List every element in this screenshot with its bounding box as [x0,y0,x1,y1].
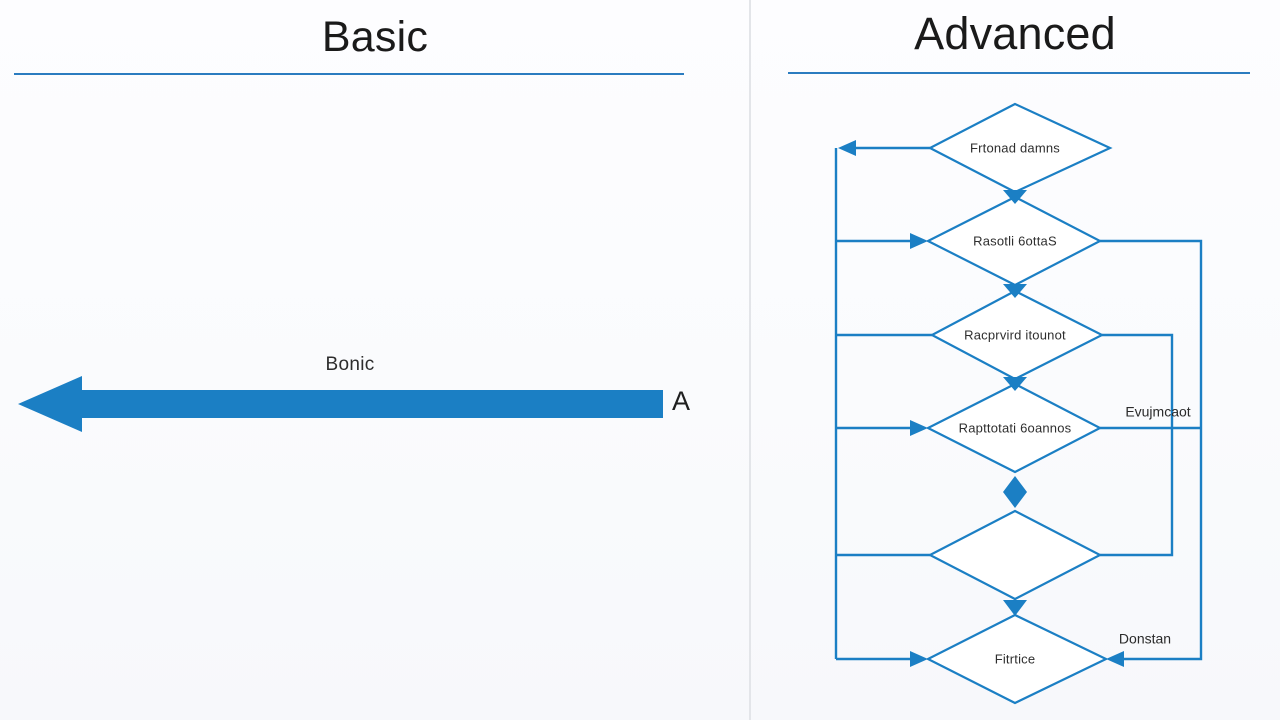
arrowhead-right-icon [1106,651,1124,667]
title-underline-basic [14,73,684,75]
flow-edge-label: Donstan [1119,631,1171,647]
basic-endpoint-label: A [672,386,691,416]
flow-node-label: Fitrtice [995,651,1036,666]
arrowhead-down-icon [1003,377,1027,391]
flow-node-label: Frtonad damns [970,140,1060,155]
flow-node-diamond[interactable] [925,382,1103,474]
flow-node-label: Racprvird itounot [964,327,1066,342]
arrowhead-right-icon [910,233,928,249]
arrow-head-left-icon [18,376,82,432]
arrowhead-right-icon [910,651,928,667]
arrowhead-down-icon [1003,284,1027,298]
advanced-flowchart: Frtonad damns Rasotli 6ottaS Racprvird i… [834,102,1203,705]
flow-node-label: Rapttotati 6oannos [959,420,1072,435]
panel-divider [749,0,751,720]
basic-arrow-label: Bonic [325,354,375,375]
panel-basic: Basic Bonic A [14,13,691,432]
flow-edge-labels: Evujmcaot Donstan [1119,404,1191,647]
flow-left-spine [834,140,932,667]
flow-right-spines [1100,239,1203,667]
flow-vertical-connectors [1003,190,1027,616]
arrowhead-right-icon [910,420,928,436]
title-underline-advanced [788,72,1250,74]
panel-title-advanced: Advanced [914,8,1116,59]
flow-edge-label: Evujmcaot [1125,404,1190,420]
arrow-shaft [80,390,663,418]
arrowhead-down-icon [1003,492,1027,508]
flow-node-diamond[interactable] [925,613,1109,705]
flow-node-diamond[interactable] [927,509,1103,601]
flow-node-label: Rasotli 6ottaS [973,233,1057,248]
panel-title-basic: Basic [321,13,429,61]
arrowhead-down-icon [1003,600,1027,616]
panel-advanced: Advanced [750,0,1280,720]
arrowhead-left-icon [838,140,856,156]
arrowhead-up-icon [1003,476,1027,492]
basic-left-arrow [18,376,663,432]
arrowhead-down-icon [1003,190,1027,204]
